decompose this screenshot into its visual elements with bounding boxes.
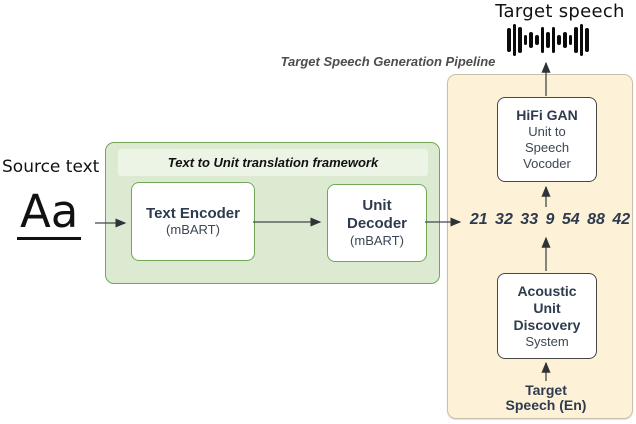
unit-decoder-title-line2: Decoder bbox=[346, 215, 408, 232]
waveform-bar bbox=[568, 35, 573, 45]
unit-decoder-node: Unit Decoder (mBART) bbox=[327, 184, 427, 262]
hifi-gan-line3: Speech bbox=[524, 140, 570, 155]
waveform-bar bbox=[574, 27, 578, 53]
waveform-bar bbox=[546, 32, 550, 48]
pipeline-title: Target Speech Generation Pipeline bbox=[280, 54, 496, 69]
waveform-bar bbox=[585, 28, 589, 52]
acoustic-line4: System bbox=[525, 333, 569, 349]
target-speech-en-label: Target Speech (En) bbox=[472, 383, 620, 413]
waveform-bar bbox=[529, 32, 534, 48]
unit-decoder-title-line1: Unit bbox=[362, 197, 392, 214]
waveform-bar bbox=[518, 27, 522, 53]
unit-decoder-subtitle: (mBART) bbox=[350, 233, 404, 248]
waveform-bar bbox=[523, 35, 528, 45]
waveform-bar bbox=[535, 35, 539, 45]
framework-title: Text to Unit translation framework bbox=[167, 155, 379, 170]
waveform-bar bbox=[507, 28, 511, 52]
text-encoder-node: Text Encoder (mBART) bbox=[131, 182, 255, 261]
acoustic-unit-discovery-node: Acoustic Unit Discovery System bbox=[497, 273, 597, 359]
hifi-gan-vocoder-node: HiFi GAN Unit to Speech Vocoder bbox=[497, 97, 597, 182]
hifi-gan-title: HiFi GAN bbox=[516, 107, 578, 123]
target-speech-en-line2: Speech (En) bbox=[505, 397, 587, 413]
hifi-gan-line4: Vocoder bbox=[523, 156, 571, 171]
waveform-bar bbox=[557, 35, 561, 45]
target-speech-label: Target speech bbox=[495, 1, 625, 22]
waveform-bar bbox=[551, 27, 556, 53]
source-text-aa-glyph: Aa bbox=[17, 188, 82, 240]
hifi-gan-line2: Unit to bbox=[528, 124, 566, 139]
target-speech-en-line1: Target bbox=[525, 382, 567, 398]
audio-waveform-icon bbox=[505, 23, 591, 57]
acoustic-line2: Unit bbox=[533, 299, 561, 316]
waveform-bar bbox=[540, 27, 545, 53]
text-encoder-subtitle: (mBART) bbox=[166, 222, 220, 237]
discrete-units-sequence: 21 32 33 9 54 88 42 bbox=[469, 211, 631, 228]
waveform-bar bbox=[579, 24, 584, 56]
waveform-bar bbox=[512, 24, 517, 56]
text-encoder-title: Text Encoder bbox=[146, 205, 240, 222]
framework-title-strip: Text to Unit translation framework bbox=[118, 149, 428, 176]
waveform-bar bbox=[562, 32, 567, 48]
acoustic-line1: Acoustic bbox=[517, 282, 577, 299]
acoustic-line3: Discovery bbox=[513, 316, 581, 333]
source-text-label: Source text bbox=[2, 157, 100, 177]
